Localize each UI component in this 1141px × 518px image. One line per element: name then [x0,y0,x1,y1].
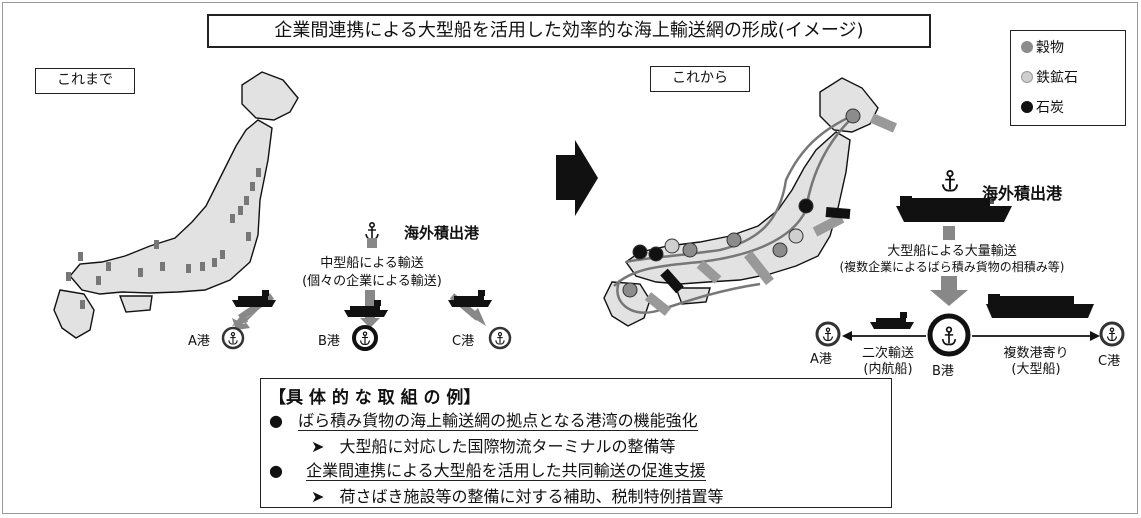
overseas-port-label-after: 海外積出港 [982,184,1063,203]
secondary-transport-label: 二次輸送 [861,346,914,361]
coal-dot-icon [1021,101,1033,113]
legend-item-iron-ore: 鉄鉱石 [1021,67,1078,89]
port-label-after-b: B港 [932,364,954,379]
transport-label-after: 大型船による大量輸送 [887,244,1017,259]
legend-item-coal: 石炭 [1021,97,1064,119]
port-markers-before [66,168,261,309]
port-icon-after-a [815,321,841,347]
arrow-bullet-icon: ➤ [311,487,325,506]
port-icon-after-c [1099,321,1125,347]
examples-heading: 【具 体 的 な 取 組 の 例】 [269,388,481,408]
coal-arrows-after [660,207,851,294]
port-icon-before-c [488,326,512,350]
legend-item-grain: 穀物 [1021,37,1064,59]
example-item-1-text: ばら積み貨物の海上輸送網の拠点となる港湾の機能強化 [298,411,698,431]
port-icon-before-a [221,326,245,350]
port-label-before-c: C港 [452,334,475,349]
overseas-port-label-before: 海外積出港 [404,224,480,242]
secondary-transport-sublabel: (内航船) [863,362,913,377]
bullet-icon: ● [269,411,283,430]
transition-arrow-icon [556,140,598,216]
after-label: これから [650,66,750,92]
port-label-after-a: A港 [810,352,832,367]
down-arrow-lower [930,276,968,306]
large-ship-icon-overseas [896,196,1012,222]
transport-label-before: 中型船による輸送 [320,256,424,271]
port-icon-after-b [927,313,971,357]
port-icon-before-b [352,325,378,351]
ship-icon-before-c [448,290,492,307]
example-item-2-sub-text: 荷さばき施設等の整備に対する補助、税制特例措置等 [339,487,724,506]
port-label-after-c: C港 [1098,354,1121,369]
overseas-port-anchor-icon-before [365,222,379,240]
bullet-icon: ● [269,461,283,480]
grain-dot-icon [1021,41,1033,53]
overseas-port-anchor-icon-after [941,170,959,192]
example-item-2-text: 企業間連携による大型船を活用した共同輸送の促進支援 [306,461,706,481]
multi-port-sublabel: (大型船) [1011,362,1061,377]
iron-ore-dot-icon [1021,71,1033,83]
diagram-title: 企業間連携による大型船を活用した効率的な海上輸送網の形成(イメージ) [207,14,931,48]
cargo-ports-after [622,108,861,298]
example-item-1: ● ばら積み貨物の海上輸送網の拠点となる港湾の機能強化 [269,407,698,431]
example-item-2-sub: ➤ 荷さばき施設等の整備に対する補助、税制特例措置等 [311,483,724,507]
transport-sublabel-before: (個々の企業による輸送) [302,274,442,289]
large-ship-icon-multiport [986,294,1094,318]
multi-port-label: 複数港寄り [1003,346,1069,361]
multi-port-arrow [972,331,1100,341]
port-label-before-a: A港 [188,334,210,349]
import-arrows-after [644,113,897,316]
example-item-2: ● 企業間連携による大型船を活用した共同輸送の促進支援 [269,457,706,481]
down-arrow-upper [943,226,955,240]
example-item-1-sub: ➤ 大型船に対応した国際物流ターミナルの整備等 [311,433,676,457]
before-label: これまで [35,68,135,94]
examples-box: 【具 体 的 な 取 組 の 例】 ● ばら積み貨物の海上輸送網の拠点となる港湾… [260,378,892,508]
port-label-before-b: B港 [318,334,340,349]
example-item-1-sub-text: 大型船に対応した国際物流ターミナルの整備等 [339,437,676,456]
japan-map-after [603,77,879,327]
legend: 穀物 鉄鉱石 石炭 [1010,30,1126,126]
coastal-ship-icon [870,312,914,329]
transport-sublabel-after: (複数企業によるばら積み貨物の相積み等) [839,260,1065,274]
arrow-bullet-icon: ➤ [311,437,325,456]
secondary-transport-arrow [842,331,926,341]
